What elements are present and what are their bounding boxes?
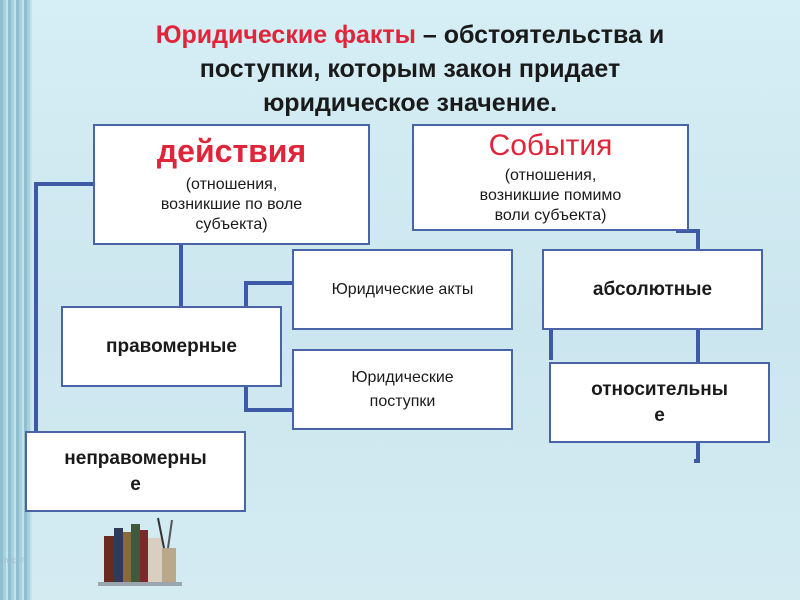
events-desc-line1: (отношения, [504,166,597,184]
actions-desc-line1: (отношения, [185,175,278,193]
title-highlight: Юридические факты [155,21,416,49]
actions-box: действия (отношения, возникшие по воле с… [93,124,370,245]
connector-lawful-deeds [244,387,294,412]
events-desc-line2: возникшие помимо [479,186,622,204]
slide-title: Юридические факты – обстоятельства и пос… [60,18,760,120]
absolute-box: абсолютные [542,249,763,330]
watermark: http://... [4,556,31,565]
events-heading: События [488,128,613,162]
actions-desc-line3: субъекта) [195,215,268,233]
title-line2: поступки, которым закон придает [199,55,621,83]
legal-deeds-line2: поступки [369,392,436,410]
connector-lawful-acts [244,281,294,306]
events-box: События (отношения, возникшие помимо вол… [412,124,689,231]
relative-label-line1: относительны [591,378,728,400]
lawful-label: правомерные [106,335,237,357]
absolute-label: абсолютные [592,278,713,300]
legal-deeds-box: Юридические поступки [292,349,513,430]
relative-box: относительны е [549,362,770,443]
title-line3: юридическое значение. [262,89,558,117]
books-icon [98,517,182,586]
connector-events-relative [676,229,700,463]
lawful-box: правомерные [61,306,282,387]
legal-acts-box: Юридические акты [292,249,513,330]
legal-deeds-line1: Юридические [351,368,454,386]
legal-acts-label: Юридические акты [331,280,474,298]
unlawful-box: неправомерны е [25,431,246,512]
relative-label-line2: е [654,404,665,426]
unlawful-label-line1: неправомерны [64,447,207,469]
title-rest-line1: – обстоятельства и [415,21,665,49]
unlawful-label-line2: е [130,473,141,495]
actions-heading: действия [156,132,307,169]
actions-desc-line2: возникшие по воле [160,195,303,213]
events-desc-line3: воли субъекта) [494,206,607,224]
